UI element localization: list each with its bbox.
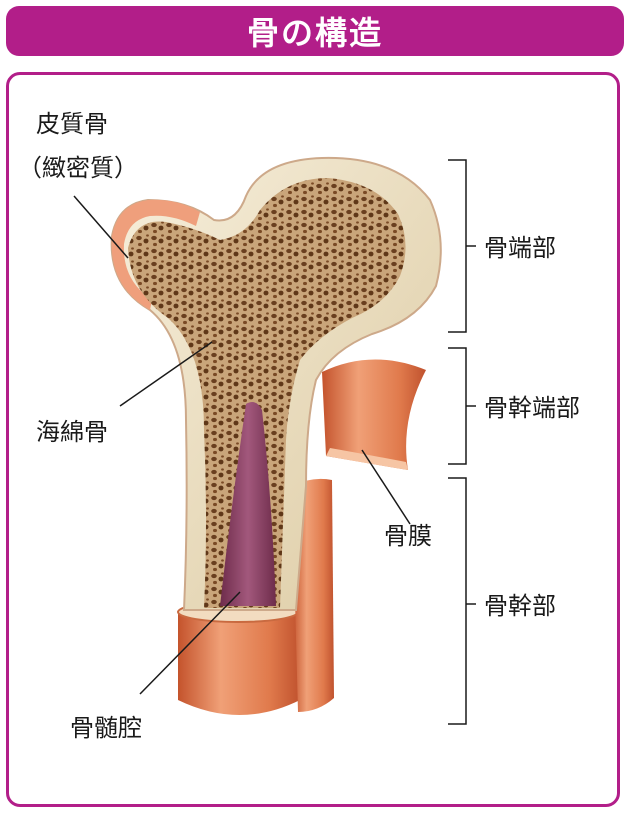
diaphysis-cylinder [178,612,300,715]
label-metaphysis: 骨幹端部 [484,394,580,422]
label-cortical-bone: 皮質骨 [36,110,108,138]
medullary-cavity [220,402,276,606]
bracket-epiphysis [448,159,467,333]
cortical-shell [111,199,200,310]
page-title: 骨の構造 [246,14,383,52]
title-bar: 骨の構造 [6,6,624,56]
periosteum-flap [322,359,426,470]
spongy-bone [128,178,406,608]
label-marrow-cavity: 骨髄腔 [70,714,142,742]
label-cancellous-bone: 海綿骨 [36,418,108,446]
bracket-diaphysis [448,477,467,725]
content-frame [6,72,620,807]
bracket-metaphysis [448,347,467,465]
label-periosteum: 骨膜 [384,522,432,550]
label-cortical-sub: （緻密質） [18,154,138,182]
label-diaphysis: 骨幹部 [484,592,556,620]
label-epiphysis: 骨端部 [484,234,556,262]
